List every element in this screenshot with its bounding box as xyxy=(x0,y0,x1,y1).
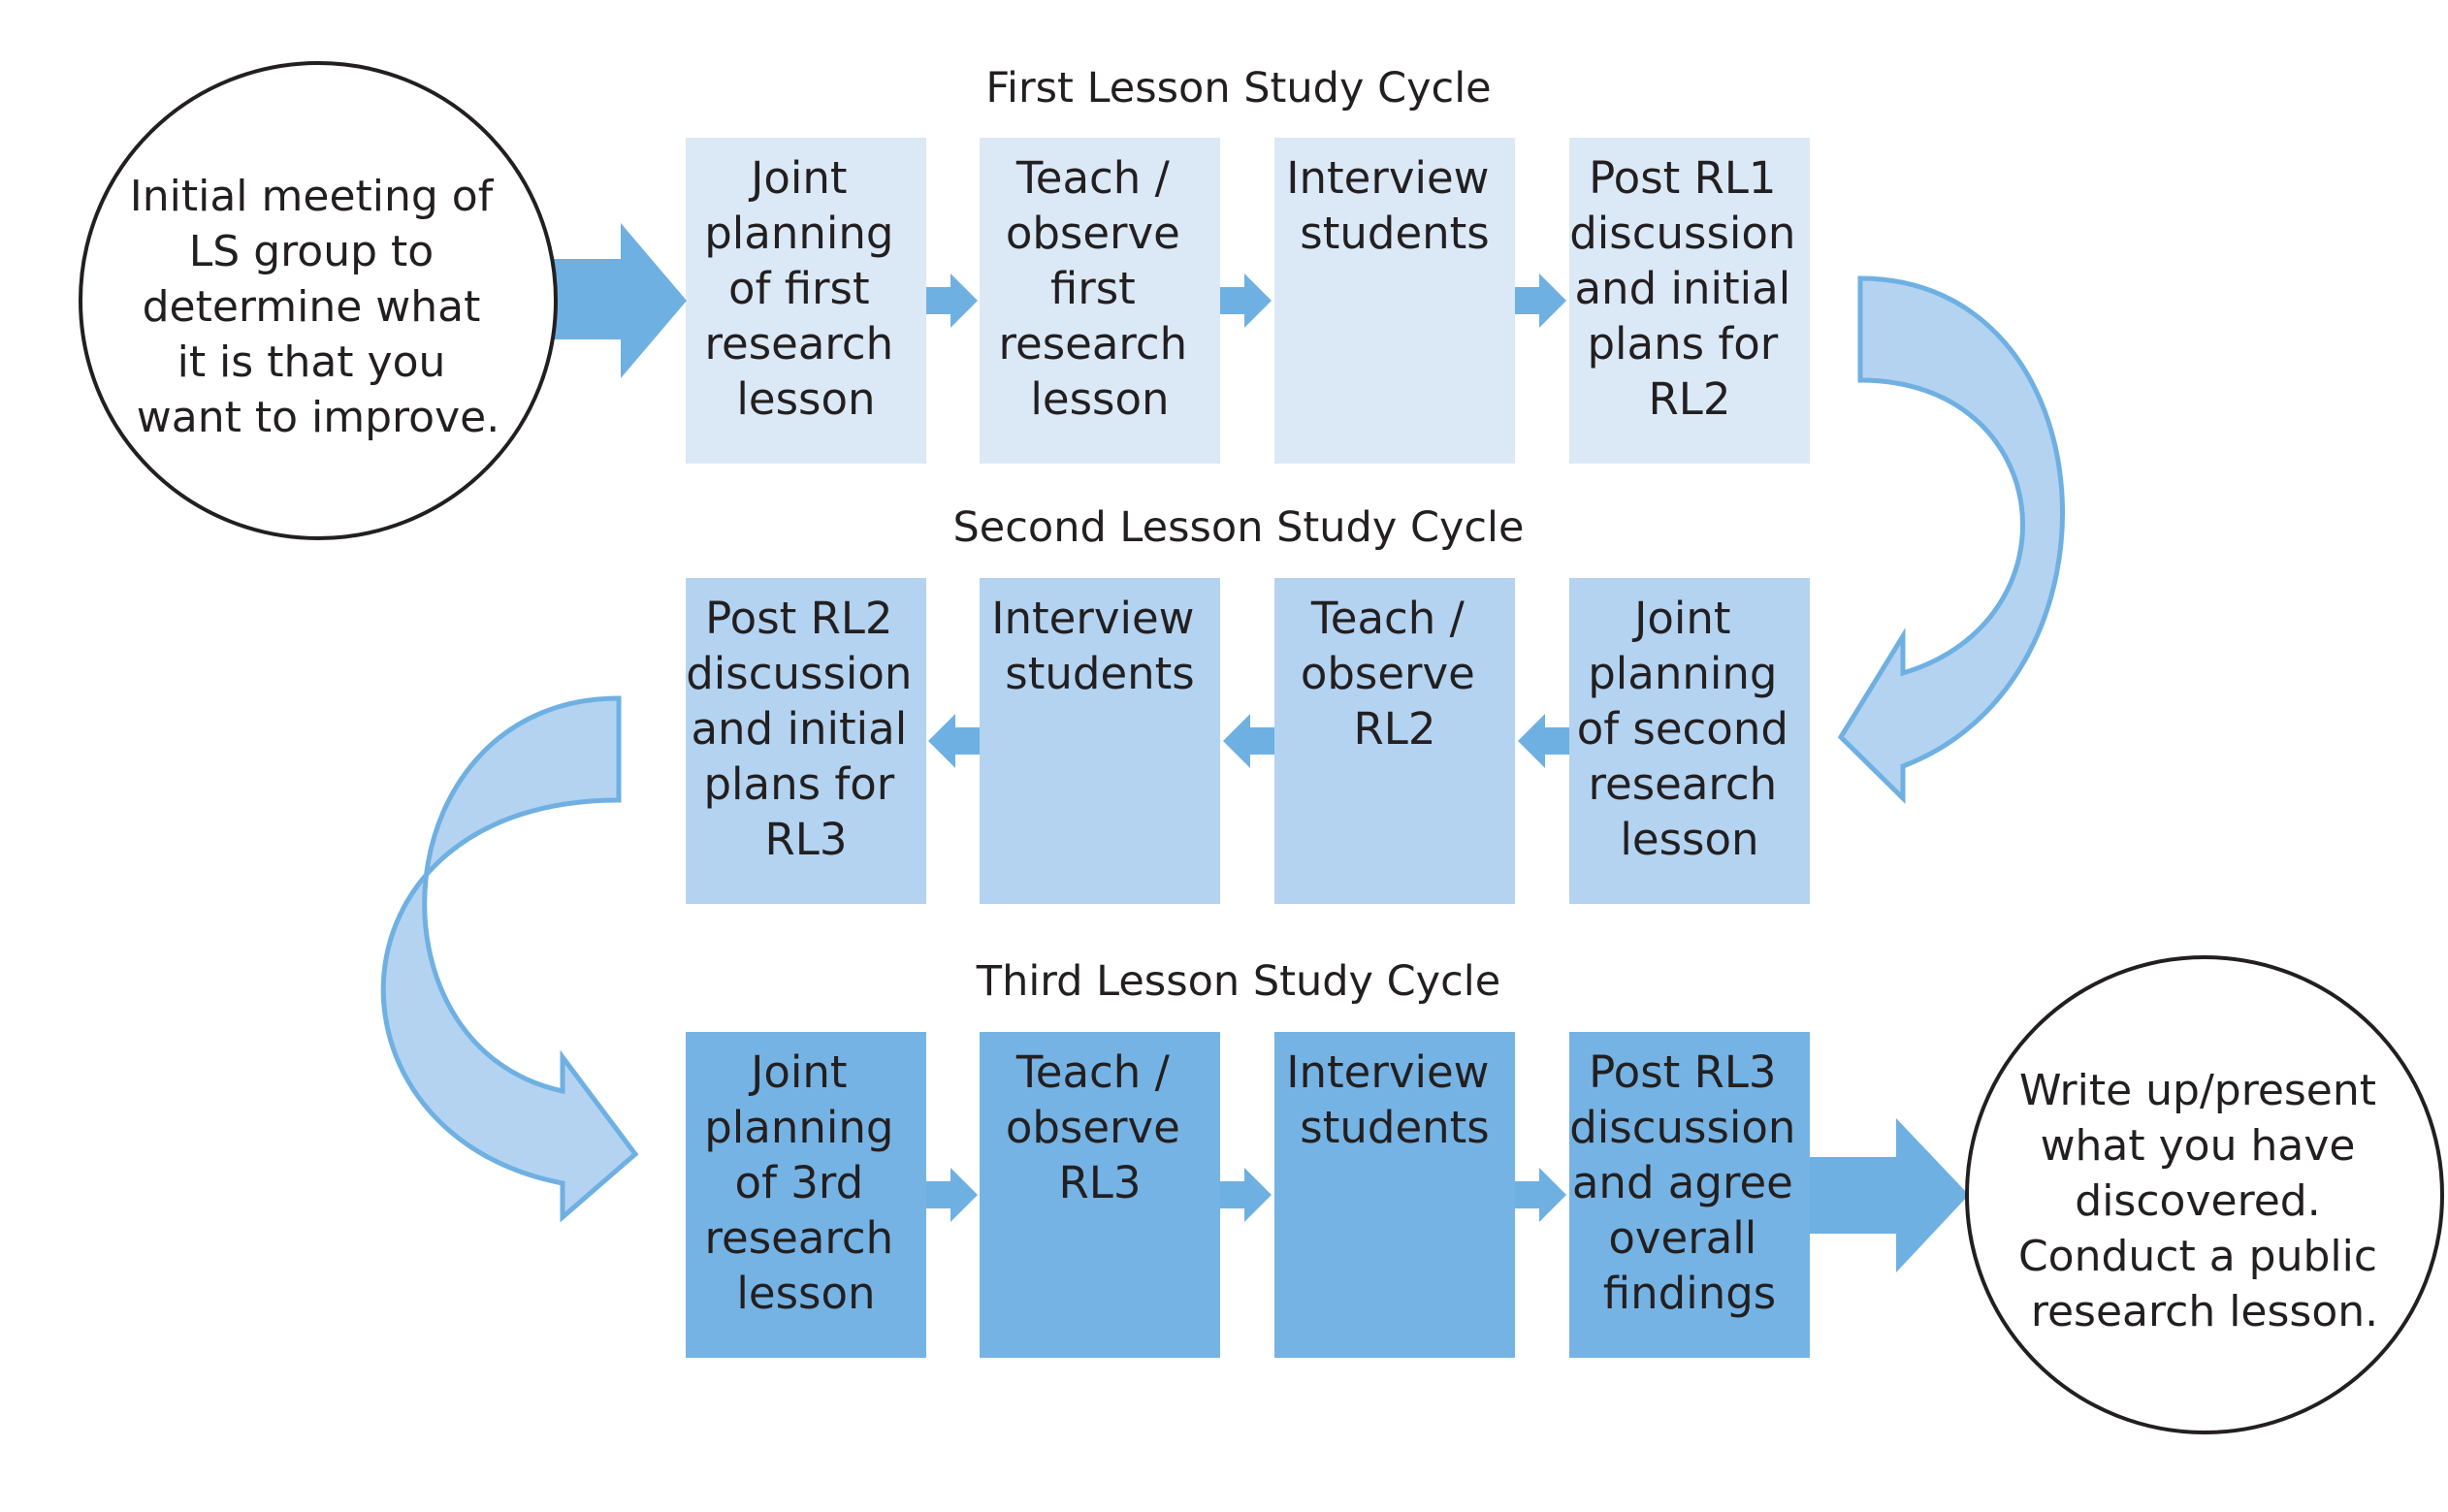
cycle-2-arrow-1 xyxy=(928,714,980,768)
end-circle-label: Write up/present what you have discovere… xyxy=(2018,1066,2391,1336)
cycle-2-box-2-label: Interview students xyxy=(991,593,1208,699)
curved-arrow-right xyxy=(1837,275,2065,804)
start-arrow xyxy=(548,223,687,378)
cycle-1-box-2-label: Teach / observe first research lesson xyxy=(999,152,1202,425)
cycle-1-box-1 xyxy=(686,138,926,464)
start-circle-label: Initial meeting of LS group to determine… xyxy=(130,172,506,442)
cycle-1-arrow-2 xyxy=(1220,273,1272,328)
cycle-3-title: Third Lesson Study Cycle xyxy=(976,957,1500,1006)
cycle-2-box-1-label: Post RL2 discussion and initial plans fo… xyxy=(686,593,926,865)
start-circle xyxy=(79,61,558,540)
cycle-1-arrow-3 xyxy=(1515,273,1566,328)
cycle-2-box-4 xyxy=(1569,578,1810,904)
cycle-3-box-1-label: Joint planning of 3rd research lesson xyxy=(704,1046,908,1319)
cycle-1-box-4 xyxy=(1569,138,1810,464)
cycle-2-arrow-2 xyxy=(1223,714,1274,768)
cycle-1-box-1-label: Joint planning of first research lesson xyxy=(704,152,908,425)
cycle-3-box-1 xyxy=(686,1032,926,1358)
cycle-1-box-2 xyxy=(980,138,1220,464)
cycle-2-box-2 xyxy=(980,578,1220,904)
cycle-2-box-3 xyxy=(1274,578,1515,904)
cycle-1-arrow-1 xyxy=(926,273,978,328)
cycle-3-box-3 xyxy=(1274,1032,1515,1358)
cycle-1-title: First Lesson Study Cycle xyxy=(985,64,1491,113)
curved-arrow-left xyxy=(380,695,639,1223)
cycle-2-title: Second Lesson Study Cycle xyxy=(953,503,1525,552)
cycle-3-box-4-label: Post RL3 discussion and agree overall fi… xyxy=(1569,1046,1810,1319)
end-arrow xyxy=(1810,1118,1969,1272)
cycle-3-box-3-label: Interview students xyxy=(1286,1046,1503,1153)
cycle-3-arrow-1 xyxy=(926,1168,978,1222)
end-circle xyxy=(1965,955,2444,1434)
cycle-2-box-3-label: Teach / observe RL2 xyxy=(1301,593,1489,755)
cycle-2-box-1 xyxy=(686,578,926,904)
cycle-1-box-4-label: Post RL1 discussion and initial plans fo… xyxy=(1569,152,1810,425)
cycle-1-box-3-label: Interview students xyxy=(1286,152,1503,259)
cycle-3-box-2 xyxy=(980,1032,1220,1358)
cycle-3-arrow-3 xyxy=(1515,1168,1566,1222)
cycle-3-box-2-label: Teach / observe RL3 xyxy=(1006,1046,1194,1208)
cycle-3-box-4 xyxy=(1569,1032,1810,1358)
cycle-2-box-4-label: Joint planning of second research lesson xyxy=(1577,593,1802,865)
cycle-3-arrow-2 xyxy=(1220,1168,1272,1222)
cycle-1-box-3 xyxy=(1274,138,1515,464)
cycle-2-arrow-3 xyxy=(1518,714,1569,768)
